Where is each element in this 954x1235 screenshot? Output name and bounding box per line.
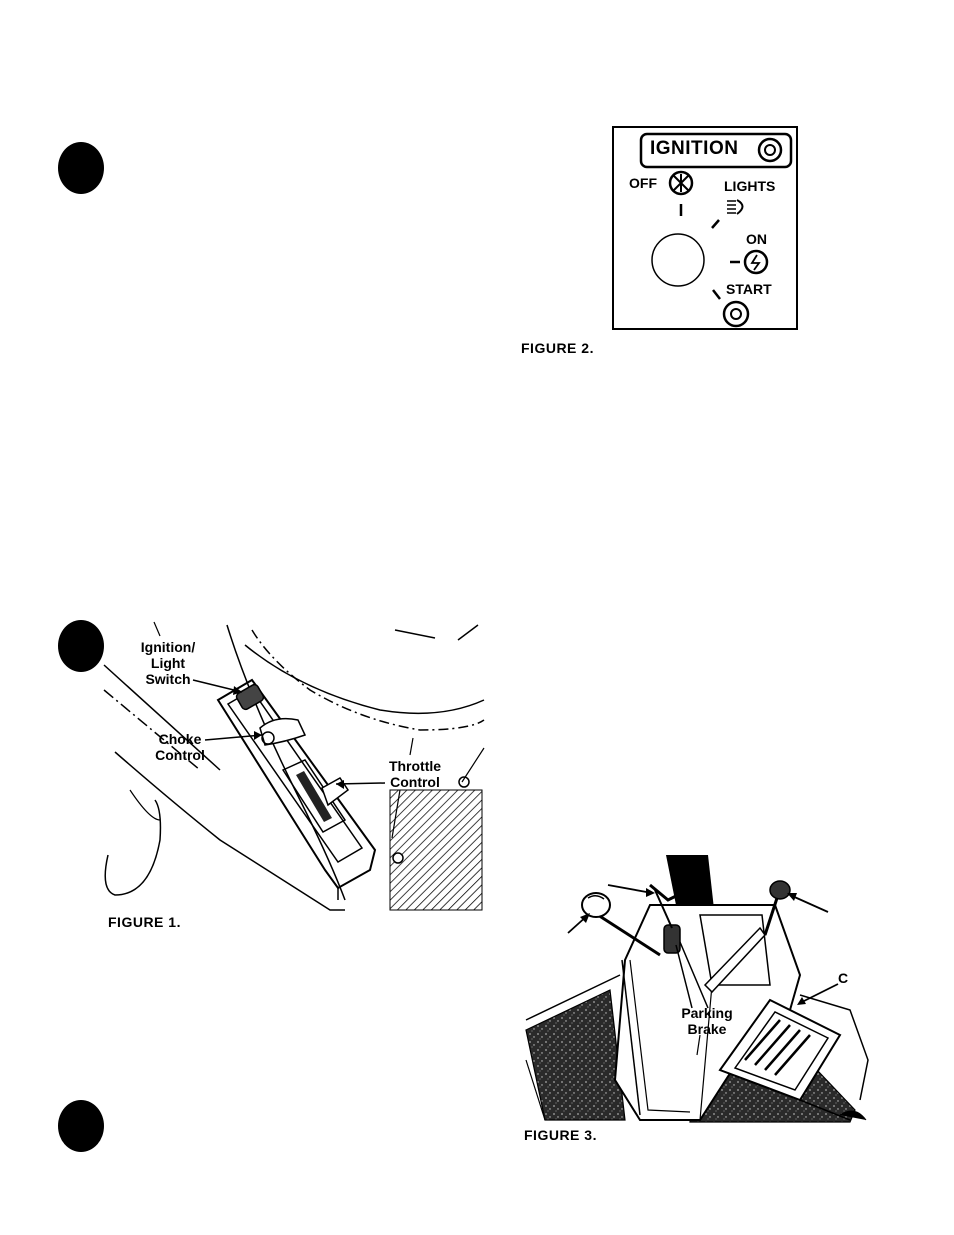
parking-brake-label: Parking Brake bbox=[672, 1005, 742, 1037]
figure-3-caption: FIGURE 3. bbox=[524, 1127, 597, 1143]
figure-3-label-c: C bbox=[838, 970, 848, 986]
